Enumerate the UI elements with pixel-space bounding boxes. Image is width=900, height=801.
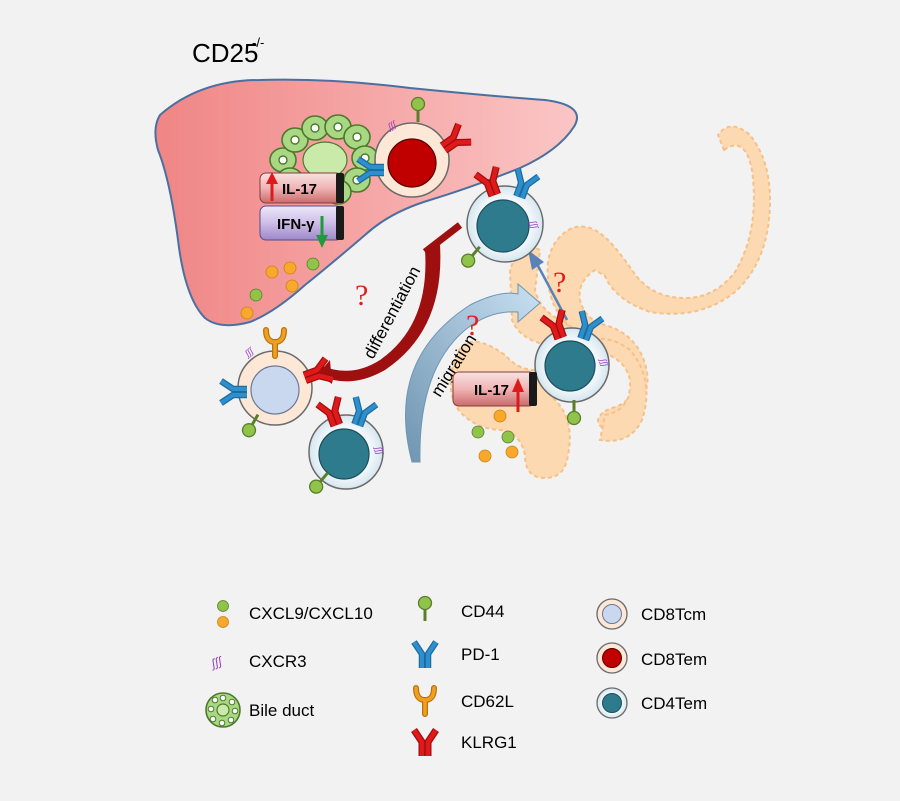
legend-item-cd62l: CD62L (416, 688, 514, 714)
up-arrow-icon (512, 378, 524, 412)
cd4tem-cell-lower: ʃʃʃ (305, 397, 386, 498)
differentiation-label: differentiation (360, 263, 425, 362)
liver-ifng-label: IFN-γ (277, 216, 315, 233)
liver-il17-label: IL-17 (282, 181, 317, 198)
cd8tem-cell-liver: ʃʃʃ (358, 96, 471, 198)
legend-item-cd8tem: CD8Tem (596, 642, 707, 674)
question-mark-differentiation: ? (355, 279, 368, 312)
title-superscript: -/- (252, 35, 264, 50)
legend-item-chemokine: CXCL9/CXCL10 (217, 600, 373, 628)
legend-bile-duct-label: Bile duct (249, 701, 314, 720)
liver-shape (154, 78, 578, 327)
liver-il17-box: IL-17 (259, 172, 344, 204)
legend-cd62l-label: CD62L (461, 692, 514, 711)
cd62l-icon (416, 688, 434, 714)
legend-item-cd44: CD44 (417, 595, 504, 623)
bile-duct-icon (205, 692, 241, 728)
cd4tem-cell-intestine: ʃʃʃ (534, 310, 611, 426)
legend-cxcr3-label: CXCR3 (249, 652, 307, 671)
cxcr3-icon: ʃʃʃ (207, 653, 225, 671)
figure-title: CD25 -/- (192, 35, 264, 68)
cd8tcm-cell: ʃʃʃ (221, 330, 333, 441)
legend: CXCL9/CXCL10 ʃʃʃ CXCR3 Bile duct CD44 (205, 595, 707, 757)
question-mark-return: ? (553, 266, 566, 299)
intestine-loop (589, 337, 648, 442)
intestine-il17-box: IL-17 (452, 371, 537, 412)
chemokine-icon (217, 600, 229, 628)
liver-chemokines (240, 257, 320, 320)
legend-klrg1-label: KLRG1 (461, 733, 517, 752)
pd1-icon (414, 642, 436, 668)
legend-cd44-label: CD44 (461, 602, 504, 621)
legend-item-cd8tcm: CD8Tcm (596, 598, 706, 630)
down-arrow-icon (316, 216, 328, 248)
legend-item-bile-duct: Bile duct (205, 692, 314, 728)
title-main: CD25 (192, 38, 258, 68)
legend-cd4tem-label: CD4Tem (641, 694, 707, 713)
legend-cd8tcm-label: CD8Tcm (641, 605, 706, 624)
legend-item-klrg1: KLRG1 (414, 730, 517, 756)
question-mark-migration: ? (466, 309, 479, 342)
legend-item-cxcr3: ʃʃʃ CXCR3 (207, 652, 306, 671)
cd4tem-cell-upper: ʃʃʃ (457, 167, 544, 272)
legend-pd1-label: PD-1 (461, 645, 500, 664)
intestine-chemokines (471, 409, 519, 463)
inhibition-bar-icon (422, 222, 463, 255)
legend-item-pd1: PD-1 (414, 642, 500, 668)
legend-cd8tem-label: CD8Tem (641, 650, 707, 669)
legend-item-cd4tem: CD4Tem (596, 687, 707, 719)
liver-ifng-box: IFN-γ (259, 205, 344, 248)
klrg1-icon (414, 730, 436, 756)
intestine-il17-label: IL-17 (474, 382, 509, 399)
cd44-icon (417, 595, 433, 623)
up-arrow-icon (266, 172, 278, 201)
legend-chemokine-label: CXCL9/CXCL10 (249, 604, 373, 623)
